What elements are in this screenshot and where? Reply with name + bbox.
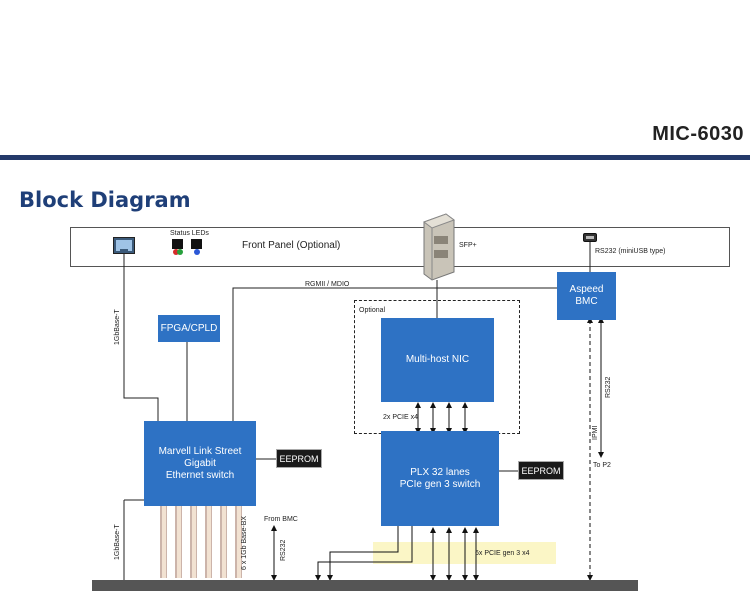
- diagram-title: Block Diagram: [19, 188, 191, 212]
- rgmii-label: RGMII / MDIO: [305, 281, 350, 288]
- marvell-switch-block: Marvell Link Street Gigabit Ethernet swi…: [144, 421, 256, 506]
- bmc-line-1: Aspeed: [569, 284, 604, 295]
- multi-host-nic-block: Multi-host NIC: [381, 318, 494, 402]
- plx-line-1: PLX 32 lanes: [410, 466, 470, 478]
- from-bmc-label: From BMC: [264, 516, 298, 523]
- sfp-label: SFP+: [459, 242, 477, 249]
- ipmi-label: IPMI: [592, 425, 599, 440]
- pcie-6x-label: 6x PCIE gen 3 x4: [475, 550, 530, 557]
- plx-switch-block: PLX 32 lanes PCIe gen 3 switch: [381, 431, 499, 526]
- sfp-connector-icon: [422, 213, 456, 281]
- front-panel-label: Front Panel (Optional): [242, 240, 341, 251]
- status-leds-label: Status LEDs: [170, 230, 209, 237]
- rs232-right-label: RS232: [605, 376, 612, 398]
- model-number: MIC-6030: [652, 123, 744, 145]
- plx-line-2: PCIe gen 3 switch: [399, 478, 481, 490]
- bmc-block: Aspeed BMC: [557, 272, 616, 320]
- rs232-port-label: RS232 (miniUSB type): [595, 248, 666, 255]
- to-p2-label: To P2: [593, 462, 611, 469]
- fpga-cpld-block: FPGA/CPLD: [158, 315, 220, 342]
- eeprom-plx: EEPROM: [518, 461, 564, 480]
- optional-label: Optional: [359, 307, 386, 314]
- backplane-connector-bar: [92, 580, 638, 591]
- rs232-left-label: RS232: [280, 539, 287, 561]
- pcie-2x-label: 2x PCIE x4: [383, 414, 419, 421]
- gb-bx-label: 6 x 1Gb Base-BX: [241, 515, 248, 570]
- marvell-line-3: Ethernet switch: [165, 469, 235, 481]
- header-rule: [0, 155, 750, 160]
- gbase-t-bottom-label: 1GbBase-T: [114, 524, 121, 560]
- ethernet-port-icon: [113, 237, 135, 254]
- marvell-line-2: Gigabit: [184, 457, 216, 469]
- marvell-line-1: Marvell Link Street: [158, 445, 242, 457]
- gbase-t-top-label: 1GbBase-T: [114, 309, 121, 345]
- bmc-line-2: BMC: [575, 296, 598, 307]
- eeprom-switch: EEPROM: [276, 449, 322, 468]
- mini-usb-icon: [583, 233, 597, 242]
- status-led-icon: [172, 239, 202, 255]
